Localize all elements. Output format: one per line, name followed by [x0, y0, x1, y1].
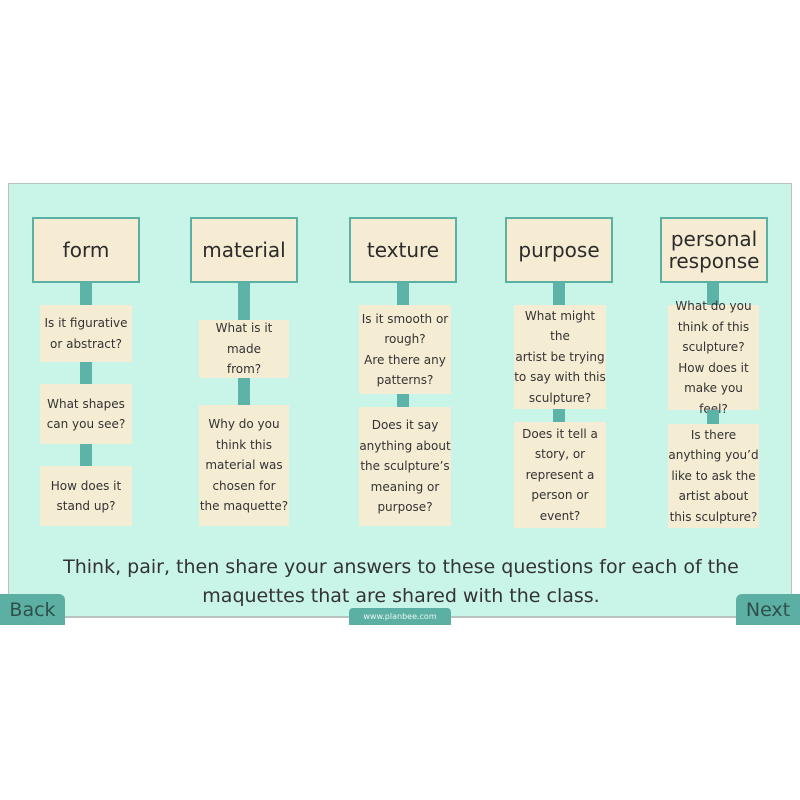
connector	[707, 283, 719, 305]
header-card-purpose: purpose	[505, 217, 613, 283]
connector	[238, 283, 250, 320]
question-card: Is it figurative or abstract?	[40, 305, 132, 362]
connector	[80, 362, 92, 384]
question-card: What is it made from?	[199, 320, 289, 378]
question-card: What might the artist be trying to say w…	[514, 305, 606, 409]
connector	[80, 283, 92, 305]
header-card-texture: texture	[349, 217, 457, 283]
connector	[80, 444, 92, 466]
question-card: Is there anything you’d like to ask the …	[668, 424, 759, 528]
slide: form Is it figurative or abstract? What …	[0, 176, 800, 625]
question-card: Is it smooth or rough? Are there any pat…	[359, 305, 451, 394]
question-card: How does it stand up?	[40, 466, 132, 526]
connector	[238, 378, 250, 405]
connector	[397, 283, 409, 305]
question-card: Why do you think this material was chose…	[199, 405, 289, 526]
connector	[707, 410, 719, 424]
back-button[interactable]: Back	[0, 594, 65, 625]
slide-panel: form Is it figurative or abstract? What …	[8, 183, 792, 617]
question-card: What do you think of this sculpture? How…	[668, 299, 759, 416]
question-card: Does it tell a story, or represent a per…	[514, 422, 606, 528]
header-card-form: form	[32, 217, 140, 283]
footer-url-link[interactable]: www.planbee.com	[349, 608, 451, 625]
next-button[interactable]: Next	[736, 594, 800, 625]
header-card-personal-response: personal response	[660, 217, 768, 283]
connector	[553, 409, 565, 422]
question-card: Does it say anything about the sculpture…	[359, 407, 451, 526]
question-card: What shapes can you see?	[40, 384, 132, 444]
instruction-text: Think, pair, then share your answers to …	[63, 556, 739, 607]
header-card-material: material	[190, 217, 298, 283]
connector	[553, 283, 565, 305]
connector	[397, 394, 409, 407]
